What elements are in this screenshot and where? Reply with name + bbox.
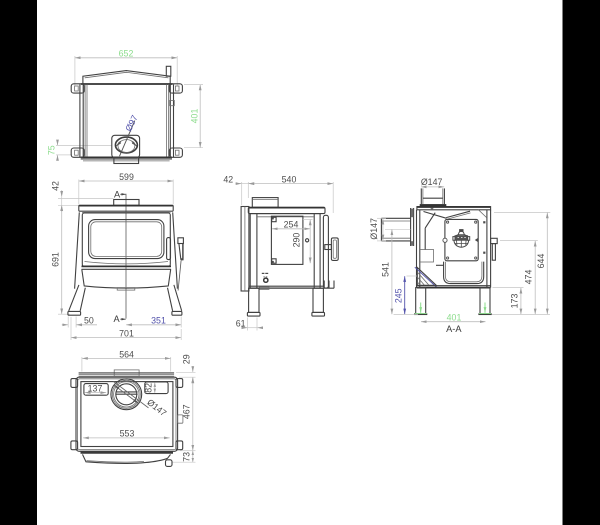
svg-text:Ø147: Ø147 xyxy=(369,218,379,240)
svg-text:541: 541 xyxy=(381,262,391,277)
svg-text:173: 173 xyxy=(510,294,520,309)
svg-text:A: A xyxy=(114,189,121,199)
svg-text:290: 290 xyxy=(292,233,302,248)
svg-text:50: 50 xyxy=(84,316,94,326)
svg-text:254: 254 xyxy=(284,220,299,230)
svg-text:351: 351 xyxy=(151,315,166,325)
svg-text:401: 401 xyxy=(447,313,462,323)
svg-text:553: 553 xyxy=(120,429,135,439)
svg-text:652: 652 xyxy=(119,49,134,59)
svg-text:467: 467 xyxy=(182,404,192,419)
svg-text:75: 75 xyxy=(46,145,56,155)
svg-text:29: 29 xyxy=(182,354,192,364)
svg-text:691: 691 xyxy=(51,252,61,267)
svg-text:Ø147: Ø147 xyxy=(421,177,443,187)
svg-text:137: 137 xyxy=(88,383,103,393)
svg-text:A-A: A-A xyxy=(446,324,462,334)
svg-text:A: A xyxy=(114,314,121,324)
svg-text:401: 401 xyxy=(189,109,199,124)
svg-text:42: 42 xyxy=(51,181,61,191)
svg-text:73: 73 xyxy=(182,452,192,462)
svg-text:42: 42 xyxy=(223,174,233,184)
svg-text:540: 540 xyxy=(282,174,297,184)
svg-text:564: 564 xyxy=(119,349,134,359)
svg-text:599: 599 xyxy=(119,172,134,182)
svg-text:644: 644 xyxy=(536,254,546,269)
svg-text:245: 245 xyxy=(393,288,403,303)
svg-text:701: 701 xyxy=(119,328,134,338)
svg-text:474: 474 xyxy=(523,270,533,285)
svg-text:61: 61 xyxy=(236,318,246,328)
svg-text:82: 82 xyxy=(143,383,153,393)
